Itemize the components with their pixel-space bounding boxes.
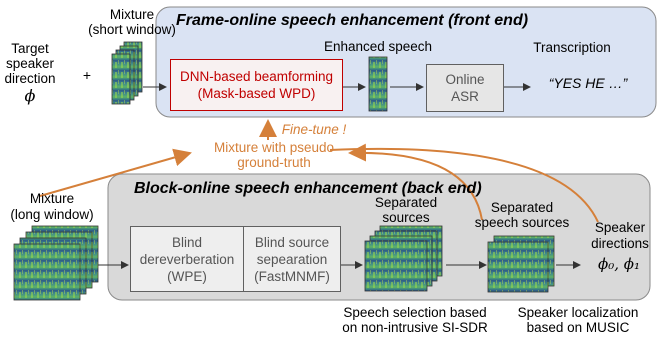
long-mixture-spectrogram-stack — [13, 225, 99, 301]
long-mixture-label-line2: (long window) — [10, 207, 94, 222]
enhanced-speech-spectrogram — [368, 56, 388, 112]
target-direction-symbol: ϕ — [24, 86, 36, 105]
short-mixture-spectrogram-stack — [111, 41, 143, 105]
separated-sources-spectrogram-stack — [364, 225, 443, 292]
beamforming-line2: (Mask-based WPD) — [197, 86, 316, 101]
asr-line2: ASR — [451, 89, 479, 104]
beamforming-line1: DNN-based beamforming — [179, 69, 334, 84]
speaker-localization-label-line1: Speaker localization — [517, 305, 639, 320]
plus-sign: + — [82, 67, 92, 83]
separated-speech-label-line2: speech sources — [474, 215, 570, 230]
target-label-line1: Target — [11, 41, 49, 56]
speaker-directions-symbols: ϕ₀, ϕ₁ — [597, 255, 640, 273]
wpe-block: Blind dereverberation (WPE) — [130, 226, 244, 292]
target-label-line2: speaker — [5, 56, 55, 71]
transcription-label: Transcription — [533, 40, 611, 55]
fastmnmf-block: Blind source sepearation (FastMNMF) — [243, 226, 341, 292]
speech-selection-label-line1: Speech selection based — [343, 305, 487, 320]
transcription-text: “YES HE …” — [548, 75, 628, 91]
dnn-beamforming-block: DNN-based beamforming (Mask-based WPD) — [170, 59, 343, 111]
speech-selection-label-line2: on non-intrusive SI-SDR — [342, 320, 488, 335]
wpe-line3: (WPE) — [167, 268, 207, 284]
bss-line1: Blind source — [254, 234, 330, 250]
flow-arrows — [98, 83, 581, 269]
separated-sources-label-line1: Separated — [374, 195, 438, 210]
speaker-directions-label-line1: Speaker — [594, 220, 646, 235]
long-mixture-label-line1: Mixture — [29, 191, 75, 206]
pseudo-gt-label-line2: ground-truth — [237, 155, 311, 170]
feedback-arrows — [39, 119, 599, 223]
speaker-localization-label-line2: based on MUSIC — [526, 320, 630, 335]
separated-speech-label-line1: Separated — [490, 200, 554, 215]
bss-line2: sepearation — [256, 251, 328, 267]
front-end-title: Frame-online speech enhancement (front e… — [176, 12, 529, 29]
wpe-line1: Blind — [171, 234, 203, 250]
wpe-line2: dereverberation — [139, 251, 235, 267]
pseudo-gt-label-line1: Mixture with pseudo — [213, 140, 335, 155]
online-asr-block: Online ASR — [426, 64, 504, 112]
speaker-directions-label-line2: directions — [591, 236, 649, 251]
back-end-title: Block-online speech enhancement (back en… — [134, 180, 482, 197]
finetune-label: Fine-tune ! — [281, 122, 347, 137]
target-label-line3: direction — [4, 71, 56, 86]
asr-line1: Online — [445, 72, 485, 87]
separated-sources-label-line2: sources — [382, 210, 430, 225]
enhanced-speech-label: Enhanced speech — [323, 39, 433, 54]
bss-line3: (FastMNMF) — [254, 268, 330, 284]
short-mixture-label-line1: Mixture — [109, 7, 155, 22]
separated-speech-spectrogram-stack — [487, 235, 555, 293]
short-mixture-label-line2: (short window) — [88, 22, 176, 37]
